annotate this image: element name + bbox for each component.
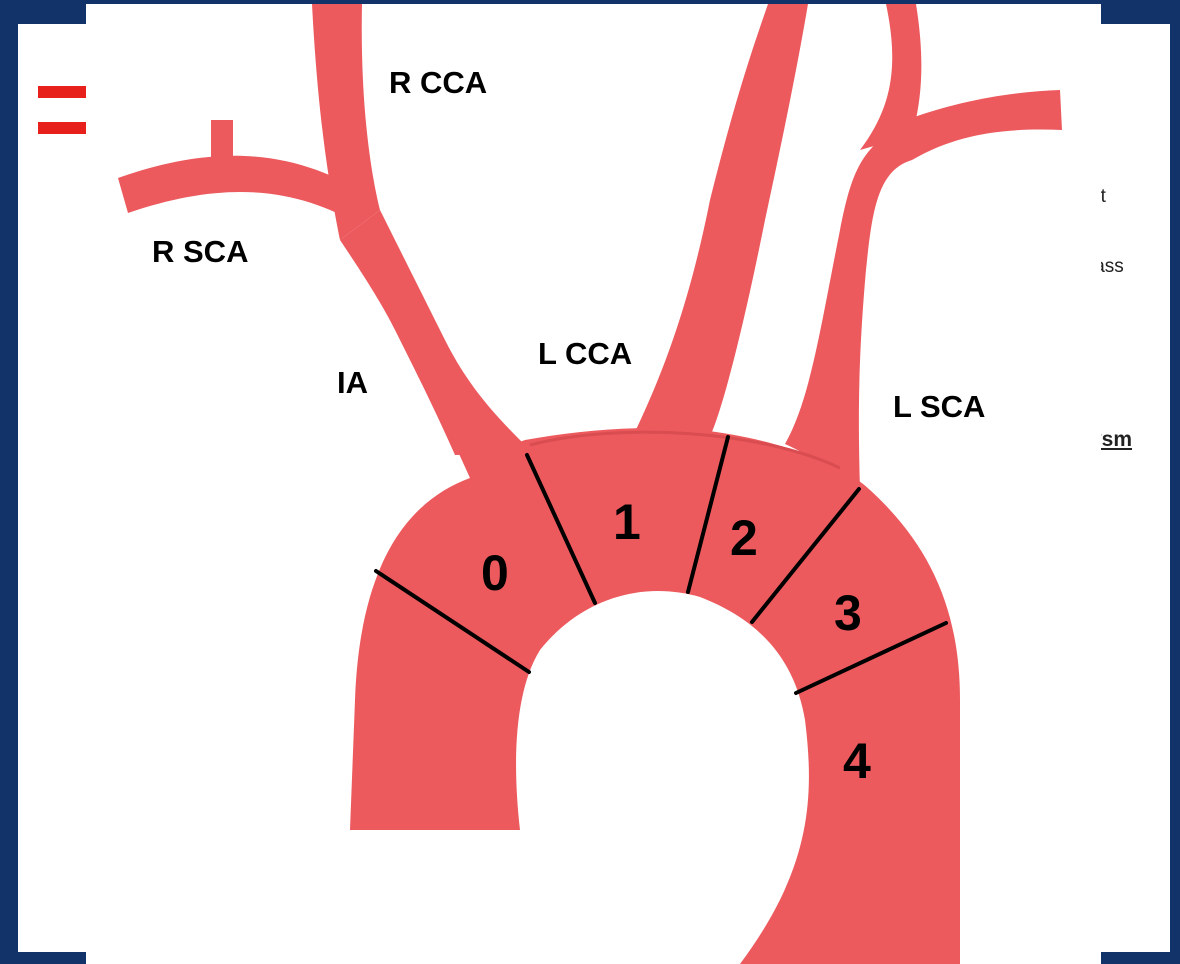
right-subclavian-branch bbox=[211, 120, 233, 162]
aortic-arch-diagram: R CCA R SCA IA L CCA L SCA 0 1 2 3 4 bbox=[86, 4, 1101, 964]
label-lsca: L SCA bbox=[893, 389, 985, 424]
side-text-line-2: l bbox=[1090, 220, 1170, 242]
zone-0-label: 0 bbox=[481, 545, 509, 601]
side-heading-fragment: ysm bbox=[1090, 428, 1170, 452]
zone-4-label: 4 bbox=[843, 733, 871, 789]
left-subclavian-lateral-branch bbox=[900, 90, 1062, 160]
label-rsca: R SCA bbox=[152, 234, 248, 269]
side-text-line-1: nt bbox=[1090, 186, 1170, 208]
innominate-artery bbox=[340, 210, 525, 455]
zone-2-label: 2 bbox=[730, 510, 758, 566]
menu-bar-bottom bbox=[38, 122, 86, 134]
aorta bbox=[350, 428, 960, 964]
side-text-line-3: lass bbox=[1090, 256, 1170, 278]
label-rcca: R CCA bbox=[389, 65, 487, 100]
aortic-arch-figure: R CCA R SCA IA L CCA L SCA 0 1 2 3 4 bbox=[86, 4, 1101, 964]
label-lcca: L CCA bbox=[538, 336, 632, 371]
left-common-carotid-artery bbox=[632, 4, 808, 438]
menu-bar-top bbox=[38, 86, 86, 98]
left-subclavian-artery bbox=[785, 125, 912, 490]
vessels bbox=[118, 4, 1062, 964]
label-ia: IA bbox=[337, 365, 368, 400]
zone-1-label: 1 bbox=[613, 494, 641, 550]
zone-3-label: 3 bbox=[834, 585, 862, 641]
